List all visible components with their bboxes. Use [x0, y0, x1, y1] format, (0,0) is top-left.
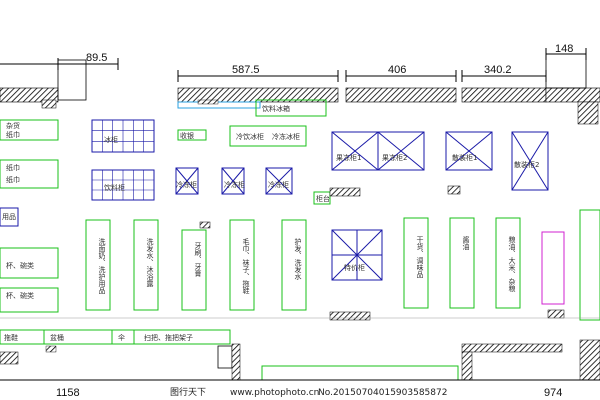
bottom-wall [0, 317, 600, 381]
label-rshelf-1: 干货、调味品 [416, 236, 424, 279]
watermark-brand: 图行天下 [170, 386, 206, 398]
label-left-top: 杂货 [6, 121, 20, 130]
label-shelf-a: 冷饮冰柜 [236, 132, 264, 141]
label-left-bowls: 杯、碗类 [6, 261, 34, 270]
left-shelves [0, 119, 59, 313]
fruit-coolers [331, 131, 549, 191]
label-bottom-2: 盆桶 [50, 333, 64, 342]
label-freezer-1: 冷冻柜 [176, 180, 197, 189]
vertical-shelves [85, 219, 307, 311]
label-vshelf-2: 洗发水、沐浴露 [146, 237, 154, 288]
label-bottom-4: 扫把、拖把架子 [144, 333, 193, 342]
label-vshelf-3: 牙刷、牙膏 [194, 242, 202, 278]
label-blue-grid-1: 冰柜 [104, 135, 118, 144]
dimension-lines-top [0, 48, 587, 82]
label-left-paper-b: 纸巾 [6, 163, 20, 172]
center-bin [313, 191, 383, 281]
dim-974: 974 [544, 387, 562, 399]
label-freezer-2: 冷冻柜 [224, 180, 245, 189]
watermark-bar [160, 384, 446, 400]
label-freezer-3: 冷冻柜 [268, 180, 289, 189]
dim-587-5: 587.5 [232, 64, 260, 76]
label-seafood-2: 散装柜2 [514, 160, 539, 169]
bottom-row-shelf [0, 329, 233, 369]
top-wall [0, 53, 600, 103]
watermark-serial: No.20150704015903585872 [318, 388, 447, 398]
blue-grid-freezers [91, 119, 155, 201]
label-shelf-b: 冷冻冰柜 [272, 132, 300, 141]
hatched-columns [41, 99, 599, 321]
label-center-bin: 特价柜 [344, 263, 365, 272]
label-bottom-1: 拖鞋 [4, 333, 18, 342]
label-vshelf-4: 毛巾、袜子、拖鞋 [242, 237, 250, 295]
label-drink-fridge: 饮料冰箱 [262, 104, 290, 113]
label-vshelf-1: 洗面奶、洗护用品 [98, 237, 106, 295]
label-left-bowls-b: 杯、碗类 [6, 291, 34, 300]
dim-1158: 1158 [56, 387, 80, 399]
label-tiny-box: 柜台 [316, 194, 330, 203]
top-center-fixtures [177, 99, 327, 147]
label-fruit-1: 果冻柜1 [336, 153, 361, 162]
label-rshelf-2: 酱油 [462, 235, 470, 251]
small-freezers [175, 167, 293, 195]
dim-340-2: 340.2 [484, 64, 512, 76]
dim-148: 148 [555, 43, 573, 55]
label-seafood-1: 散装柜1 [452, 153, 477, 162]
label-bottom-3: 伞 [118, 333, 125, 342]
label-blue-grid-2: 饮料柜 [104, 183, 125, 192]
label-fruit-2: 果冻柜2 [382, 153, 407, 162]
watermark-url: www.photophoto.cn [230, 388, 319, 398]
label-small-box: 收银 [180, 131, 194, 140]
label-rshelf-3: 粮油、大米、杂粮 [508, 235, 516, 293]
dim-89-5: 89.5 [86, 52, 107, 64]
label-left-paper: 纸巾 [6, 130, 20, 139]
right-shelves [403, 209, 600, 321]
label-vshelf-5: 护发、洗发水 [294, 237, 302, 280]
dim-406: 406 [388, 64, 406, 76]
label-left-paper-c: 纸巾 [6, 175, 20, 184]
label-left-blue: 用品 [2, 213, 16, 221]
